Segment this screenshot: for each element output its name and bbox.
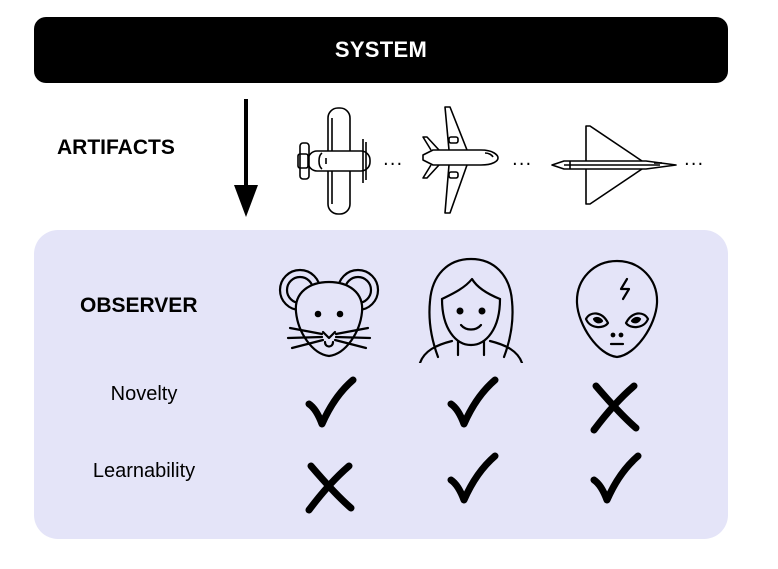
system-header: SYSTEM bbox=[34, 17, 728, 83]
cross-icon bbox=[590, 382, 640, 434]
biplane-icon bbox=[297, 107, 371, 215]
ellipsis: ... bbox=[512, 149, 533, 170]
check-icon bbox=[590, 452, 642, 504]
woman-face-icon bbox=[418, 257, 524, 363]
ellipsis: ... bbox=[684, 149, 705, 170]
check-icon bbox=[305, 376, 357, 428]
delta-wing-jet-icon bbox=[551, 125, 677, 205]
check-icon bbox=[447, 452, 499, 504]
down-arrow-icon bbox=[234, 99, 258, 217]
check-icon bbox=[447, 376, 499, 428]
criterion-novelty-label: Novelty bbox=[110, 383, 178, 405]
cross-icon bbox=[305, 462, 355, 514]
alien-face-icon bbox=[575, 259, 659, 359]
artifacts-label: ARTIFACTS bbox=[57, 136, 175, 159]
mouse-face-icon bbox=[278, 268, 380, 358]
system-title: SYSTEM bbox=[334, 37, 428, 62]
jet-airliner-icon bbox=[422, 106, 499, 214]
criterion-learnability-label: Learnability bbox=[92, 460, 196, 482]
observer-label: OBSERVER bbox=[80, 294, 198, 317]
ellipsis: ... bbox=[383, 149, 404, 170]
